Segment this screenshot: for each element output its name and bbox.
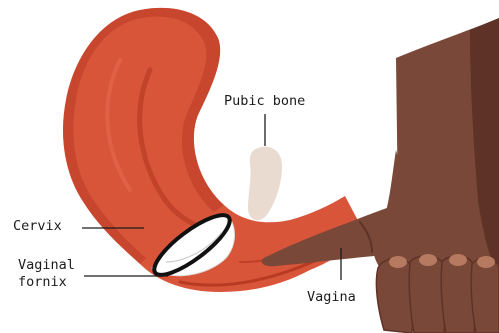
curled-finger-3 xyxy=(441,256,475,333)
vaginal-fornix-label: Vaginal fornix xyxy=(18,257,75,291)
hand-icon xyxy=(262,18,499,333)
pubic-bone-label: Pubic bone xyxy=(224,93,305,110)
curled-finger-2 xyxy=(409,256,445,333)
fingernail-4 xyxy=(477,256,495,268)
vagina-label: Vagina xyxy=(307,289,356,306)
curled-finger-1 xyxy=(376,258,413,333)
cervix-label: Cervix xyxy=(13,218,62,235)
fingernail-1 xyxy=(389,256,407,268)
fingernail-2 xyxy=(419,254,437,266)
pubic-bone xyxy=(248,147,282,220)
curled-finger-4 xyxy=(471,258,499,333)
fingernail-3 xyxy=(449,254,467,266)
